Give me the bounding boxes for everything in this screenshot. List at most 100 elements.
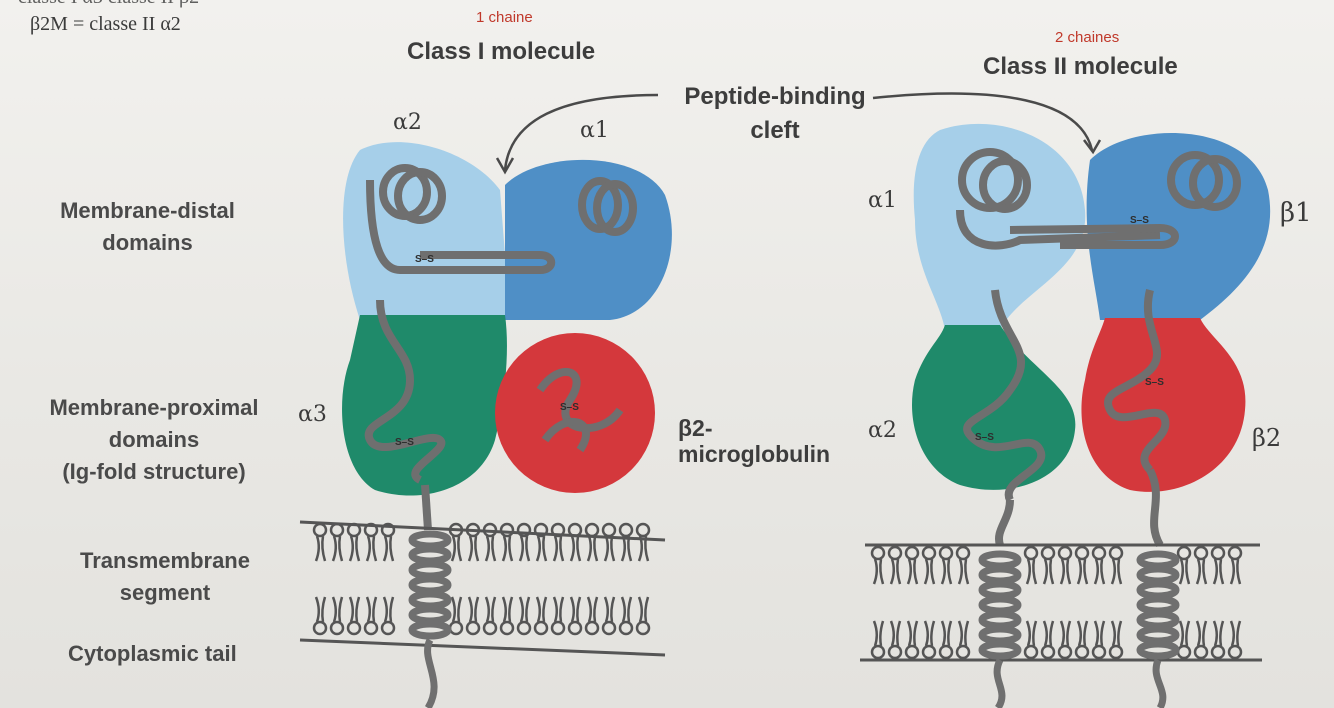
class2-molecule: S–S S–S S–S — [860, 123, 1271, 708]
class1-ss-3: S–S — [395, 437, 414, 448]
lipid-tail — [552, 535, 565, 562]
class1-ss-1: S–S — [415, 254, 434, 265]
lipid-tail — [1059, 620, 1072, 647]
lipid-tail — [957, 620, 970, 647]
lipid-tail — [1076, 558, 1089, 585]
class1-alpha1-label: α1 — [580, 118, 609, 143]
lipid-tail — [586, 596, 599, 623]
class2-note: 2 chaines — [1055, 29, 1120, 46]
lipid-tail — [1042, 558, 1055, 585]
lipid-head — [618, 620, 634, 636]
lipid-head — [1227, 644, 1243, 660]
cleft-line1: Peptide-binding — [684, 83, 866, 110]
lipid-head — [380, 522, 396, 538]
lipid-head — [618, 522, 634, 538]
class1-ss-2: S–S — [560, 402, 579, 413]
lipid-head — [1108, 644, 1124, 660]
lipid-tail — [940, 620, 953, 647]
lipid-tail — [484, 596, 497, 623]
lipid-tail — [552, 596, 565, 623]
lipid-tail — [365, 535, 378, 562]
proximal-line3: (Ig-fold structure) — [62, 459, 246, 484]
lipid-tail — [1195, 620, 1208, 647]
lipid-tail — [637, 596, 650, 623]
lipid-head — [904, 545, 920, 561]
lipid-head — [363, 620, 379, 636]
tm-line1: Transmembrane — [80, 548, 250, 573]
lipid-head — [1176, 644, 1192, 660]
lipid-head — [601, 522, 617, 538]
distal-line1: Membrane-distal — [60, 198, 235, 223]
lipid-head — [870, 644, 886, 660]
lipid-tail — [569, 535, 582, 562]
lipid-tail — [348, 535, 361, 562]
class2-chain — [956, 148, 1241, 548]
class2-alpha2-label: α2 — [868, 418, 897, 443]
lipid-head — [465, 620, 481, 636]
b2m-line1: β2- — [678, 415, 713, 441]
lipid-tail — [1229, 558, 1242, 585]
class2-membrane — [860, 543, 1262, 662]
class2-beta1-domain — [1086, 132, 1271, 320]
lipid-head — [1210, 644, 1226, 660]
lipid-head — [312, 522, 328, 538]
lipid-tail — [1093, 620, 1106, 647]
lipid-tail — [620, 596, 633, 623]
lipid-tail — [450, 535, 463, 562]
lipid-head — [955, 545, 971, 561]
class2-ss-1: S–S — [1130, 215, 1149, 226]
lipid-tail — [535, 596, 548, 623]
class1-b2m-domain — [495, 333, 655, 493]
lipid-tail — [1025, 620, 1038, 647]
lipid-head — [329, 620, 345, 636]
lipid-tail — [1093, 558, 1106, 585]
lipid-head — [465, 522, 481, 538]
class1-tm-coil — [408, 530, 452, 708]
lipid-tail — [382, 596, 395, 623]
lipid-head — [870, 545, 886, 561]
lipid-head — [955, 644, 971, 660]
lipid-tail — [348, 596, 361, 623]
lipid-tail — [1178, 620, 1191, 647]
lipid-tail — [620, 535, 633, 562]
lipid-tail — [501, 535, 514, 562]
lipid-head — [1210, 545, 1226, 561]
lipid-head — [584, 620, 600, 636]
lipid-head — [938, 644, 954, 660]
lipid-head — [635, 522, 651, 538]
lipid-tail — [872, 620, 885, 647]
lipid-tail — [1076, 620, 1089, 647]
lipid-head — [329, 522, 345, 538]
lipid-head — [499, 620, 515, 636]
lipid-tail — [1110, 620, 1123, 647]
lipid-head — [1040, 644, 1056, 660]
lipid-head — [904, 644, 920, 660]
b2m-line2: microglobulin — [678, 441, 831, 467]
class1-alpha2-label: α2 — [393, 110, 422, 135]
lipid-head — [1091, 644, 1107, 660]
class2-alpha1-domain — [913, 123, 1086, 330]
lipid-head — [1091, 545, 1107, 561]
lipid-head — [346, 620, 362, 636]
lipid-head — [584, 522, 600, 538]
lipid-tail — [518, 535, 531, 562]
lipid-tail — [1195, 558, 1208, 585]
lipid-head — [499, 522, 515, 538]
lipid-head — [567, 620, 583, 636]
class2-title: Class II molecule — [983, 53, 1178, 80]
lipid-tail — [940, 558, 953, 585]
lipid-tail — [501, 596, 514, 623]
lipid-tail — [569, 596, 582, 623]
lipid-head — [1023, 644, 1039, 660]
lipid-head — [567, 522, 583, 538]
lipid-head — [533, 620, 549, 636]
lipid-tail — [331, 535, 344, 562]
lipid-head — [550, 522, 566, 538]
lipid-head — [448, 620, 464, 636]
class2-ss-2: S–S — [1145, 377, 1164, 388]
lipid-tail — [637, 535, 650, 562]
b2m-label: β2- microglobulin — [678, 415, 830, 467]
class2-tm-coil-alpha — [978, 550, 1022, 708]
lipid-tail — [518, 596, 531, 623]
